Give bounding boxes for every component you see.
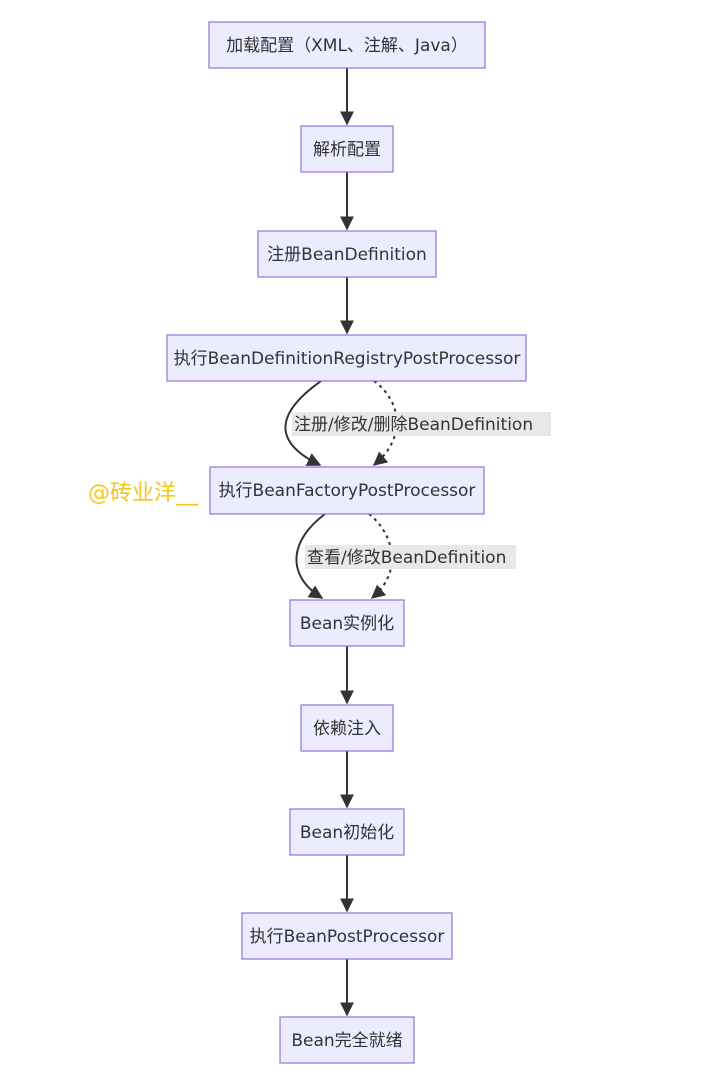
edge-label-bfpp-to-instantiation: 查看/修改BeanDefinition — [305, 545, 516, 569]
node-label: 注册BeanDefinition — [267, 245, 427, 265]
node-dependency-injection: 依赖注入 — [300, 704, 394, 752]
node-label: 加载配置（XML、注解、Java） — [226, 36, 468, 56]
node-label: Bean实例化 — [300, 614, 394, 634]
edge-bfpp-to-instantiation-solid — [295, 513, 326, 599]
node-register-bean-definition: 注册BeanDefinition — [257, 230, 437, 278]
node-exec-bdrpp: 执行BeanDefinitionRegistryPostProcessor — [166, 334, 527, 382]
edge-label-text: 查看/修改BeanDefinition — [307, 548, 506, 568]
node-label: Bean完全就绪 — [291, 1031, 402, 1051]
node-label: Bean初始化 — [300, 823, 394, 843]
node-bean-init: Bean初始化 — [289, 808, 405, 856]
node-load-config: 加载配置（XML、注解、Java） — [208, 21, 486, 69]
node-label: 执行BeanFactoryPostProcessor — [219, 481, 476, 501]
node-exec-bfpp: 执行BeanFactoryPostProcessor — [209, 466, 485, 515]
node-bean-instantiation: Bean实例化 — [289, 599, 405, 647]
node-parse-config: 解析配置 — [300, 125, 394, 173]
edges — [284, 68, 398, 1017]
edge-label-bg — [292, 412, 551, 436]
edge-label-text: 注册/修改/删除BeanDefinition — [294, 415, 533, 435]
node-bean-ready: Bean完全就绪 — [279, 1016, 415, 1064]
node-exec-bpp: 执行BeanPostProcessor — [241, 912, 453, 960]
watermark: @砖业洋__ — [88, 481, 199, 506]
node-label: 解析配置 — [313, 140, 381, 160]
node-label: 依赖注入 — [313, 719, 381, 739]
node-label: 执行BeanPostProcessor — [250, 927, 445, 947]
edge-bdrpp-to-bfpp-solid — [284, 380, 322, 466]
edge-label-bg — [305, 545, 516, 569]
node-label: 执行BeanDefinitionRegistryPostProcessor — [174, 349, 521, 369]
edge-bfpp-to-instantiation-dotted — [368, 513, 393, 599]
edge-label-bdrpp-to-bfpp: 注册/修改/删除BeanDefinition — [292, 412, 551, 436]
